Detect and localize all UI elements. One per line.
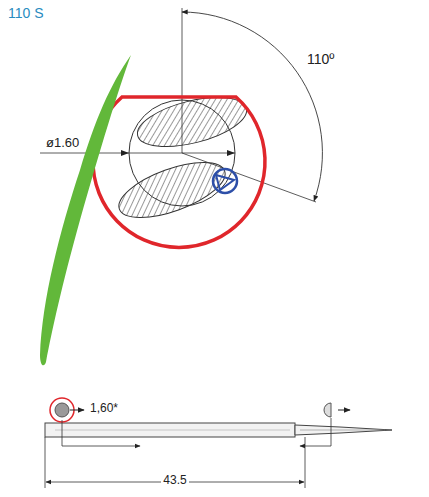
dimension-label: 1,60* — [88, 402, 120, 415]
position-marker — [213, 169, 237, 193]
extension-line — [305, 437, 306, 488]
diagram-title: 110 S — [8, 6, 44, 21]
section-symbol — [324, 403, 331, 417]
leader-line — [338, 410, 350, 411]
length-label: 43.5 — [161, 474, 188, 487]
section-symbol — [55, 403, 69, 417]
hook-outline — [93, 97, 265, 247]
needle-side-view — [45, 423, 392, 437]
dimension-arrow — [121, 150, 235, 156]
position-marker — [216, 175, 234, 190]
leader-line — [70, 410, 84, 411]
extension-line — [45, 437, 46, 488]
dimension-line — [40, 153, 235, 154]
angle-label: 110º — [305, 52, 336, 67]
diameter-label: ø1.60 — [44, 136, 81, 150]
hook-blade — [40, 55, 131, 365]
section-bracket — [62, 420, 140, 446]
